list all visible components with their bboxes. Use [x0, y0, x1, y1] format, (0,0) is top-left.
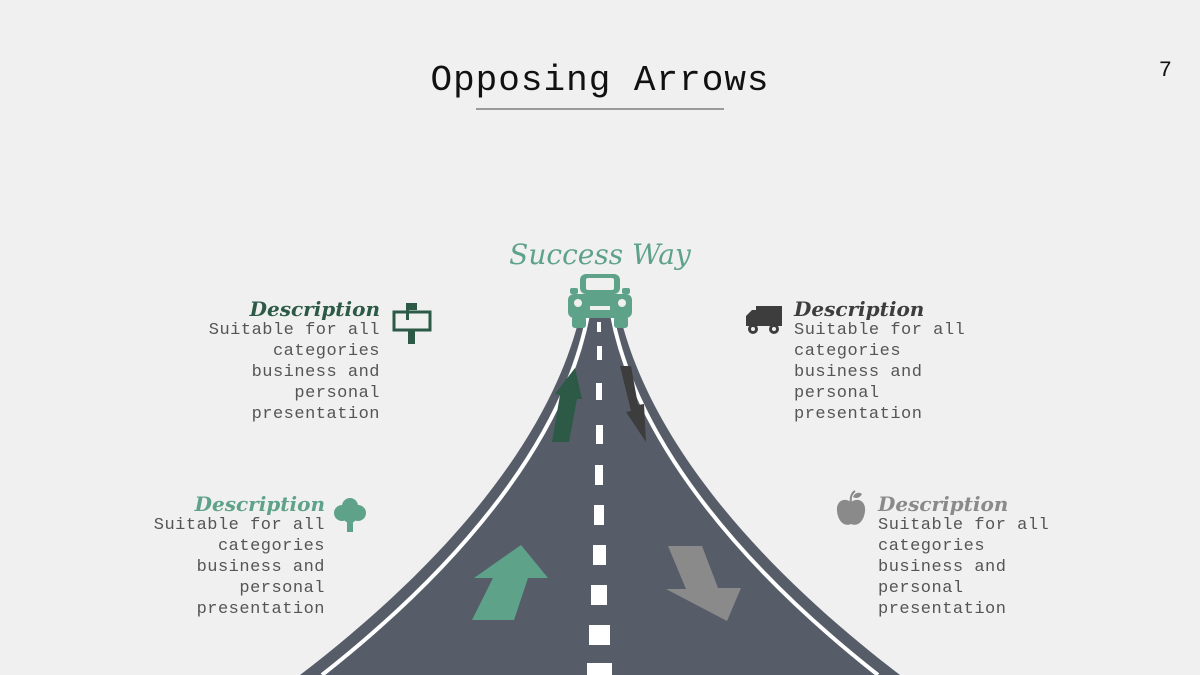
- title-underline: [476, 108, 724, 110]
- description-bottom-left: Description Suitable for all categories …: [145, 493, 325, 620]
- description-text: Suitable for all categories business and…: [878, 516, 1050, 619]
- description-text: Suitable for all categories business and…: [153, 516, 325, 619]
- description-heading: Description: [194, 492, 325, 516]
- page-number: 7: [1158, 58, 1172, 83]
- description-bottom-right: Description Suitable for all categories …: [878, 493, 1058, 620]
- tree-icon: [334, 498, 366, 532]
- description-top-left: Description Suitable for all categories …: [200, 298, 380, 425]
- road-surface: [300, 315, 900, 675]
- road-edge-left: [320, 314, 590, 675]
- description-heading: Description: [249, 297, 380, 321]
- description-top-right: Description Suitable for all categories …: [794, 298, 974, 425]
- car-icon: [568, 274, 632, 328]
- truck-icon: [746, 306, 782, 334]
- road-center-dashes: [587, 322, 612, 675]
- success-way-label: Success Way: [509, 238, 691, 271]
- apple-icon: [836, 490, 866, 525]
- arrow-down-large: [666, 546, 741, 621]
- road-edge-right: [610, 314, 880, 675]
- description-text: Suitable for all categories business and…: [208, 321, 380, 424]
- description-heading: Description: [878, 492, 1009, 516]
- description-heading: Description: [794, 297, 925, 321]
- description-text: Suitable for all categories business and…: [794, 321, 966, 424]
- arrow-down-small: [620, 366, 646, 442]
- slide-title: Opposing Arrows: [430, 60, 770, 101]
- mailbox-icon: [392, 303, 432, 344]
- arrow-up-small: [552, 368, 582, 442]
- arrow-up-large: [472, 545, 548, 620]
